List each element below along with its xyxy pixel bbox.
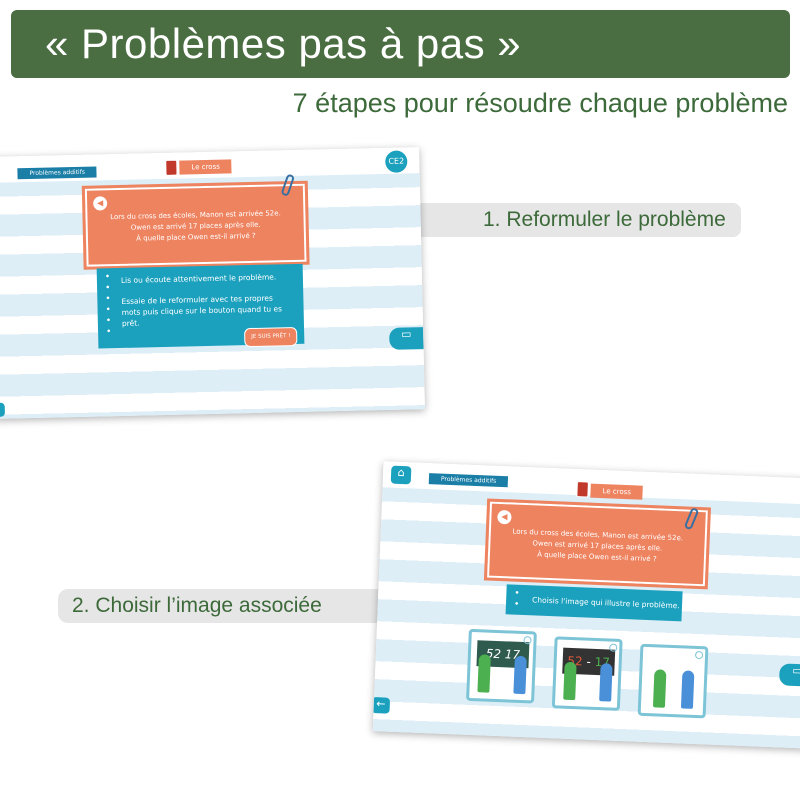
book-icon	[165, 159, 178, 176]
screenshot-step-1: Problèmes additifs Le cross CE2 ◀ Lors d…	[0, 147, 425, 419]
problem-title: Le cross	[179, 159, 232, 175]
problem-card: ◀ Lors du cross des écoles, Manon est ar…	[81, 180, 310, 270]
zoom-icon[interactable]	[609, 643, 618, 652]
image-choice-3[interactable]	[637, 643, 709, 719]
home-button[interactable]: ⌂	[390, 465, 412, 485]
back-button[interactable]: ←	[372, 697, 391, 714]
display-button[interactable]: ▭	[778, 663, 800, 687]
board-sign: -	[586, 654, 592, 669]
instruction-text: Lis ou écoute attentivement le problème.	[120, 272, 277, 285]
speaker-icon[interactable]: ◀	[497, 509, 512, 525]
page-subtitle: 7 étapes pour résoudre chaque problème	[292, 88, 788, 118]
image-choice-2[interactable]: 52 - 17	[551, 636, 623, 711]
display-button[interactable]: ▭	[389, 327, 424, 350]
step-2-label: 2. Choisir l’image associée	[58, 589, 378, 623]
category-label: Problèmes additifs	[17, 166, 98, 180]
book-icon	[576, 481, 589, 498]
screenshot-step-2: ⌂ Problèmes additifs Le cross ◀ Lors du …	[372, 461, 800, 749]
step-1-label: 1. Reformuler le problème	[415, 203, 741, 237]
instruction-text: Essaie de le reformuler avec tes propres…	[121, 293, 283, 328]
ready-button[interactable]: JE SUIS PRÊT !	[244, 326, 298, 348]
instruction-note: •••••• Lis ou écoute attentivement le pr…	[96, 263, 305, 349]
problem-title: Le cross	[590, 483, 644, 500]
back-button[interactable]	[0, 402, 5, 417]
instruction-text: Choisis l'image qui illustre le problème…	[531, 595, 680, 611]
zoom-icon[interactable]	[694, 650, 704, 660]
zoom-icon[interactable]	[523, 636, 532, 645]
speaker-icon[interactable]: ◀	[93, 196, 108, 211]
page-title: « Problèmes pas à pas »	[11, 10, 790, 78]
instruction-note: •• Choisis l'image qui illustre le probl…	[505, 584, 683, 622]
problem-card: ◀ Lors du cross des écoles, Manon est ar…	[483, 498, 711, 590]
image-choice-1[interactable]: 52 17	[466, 628, 537, 704]
